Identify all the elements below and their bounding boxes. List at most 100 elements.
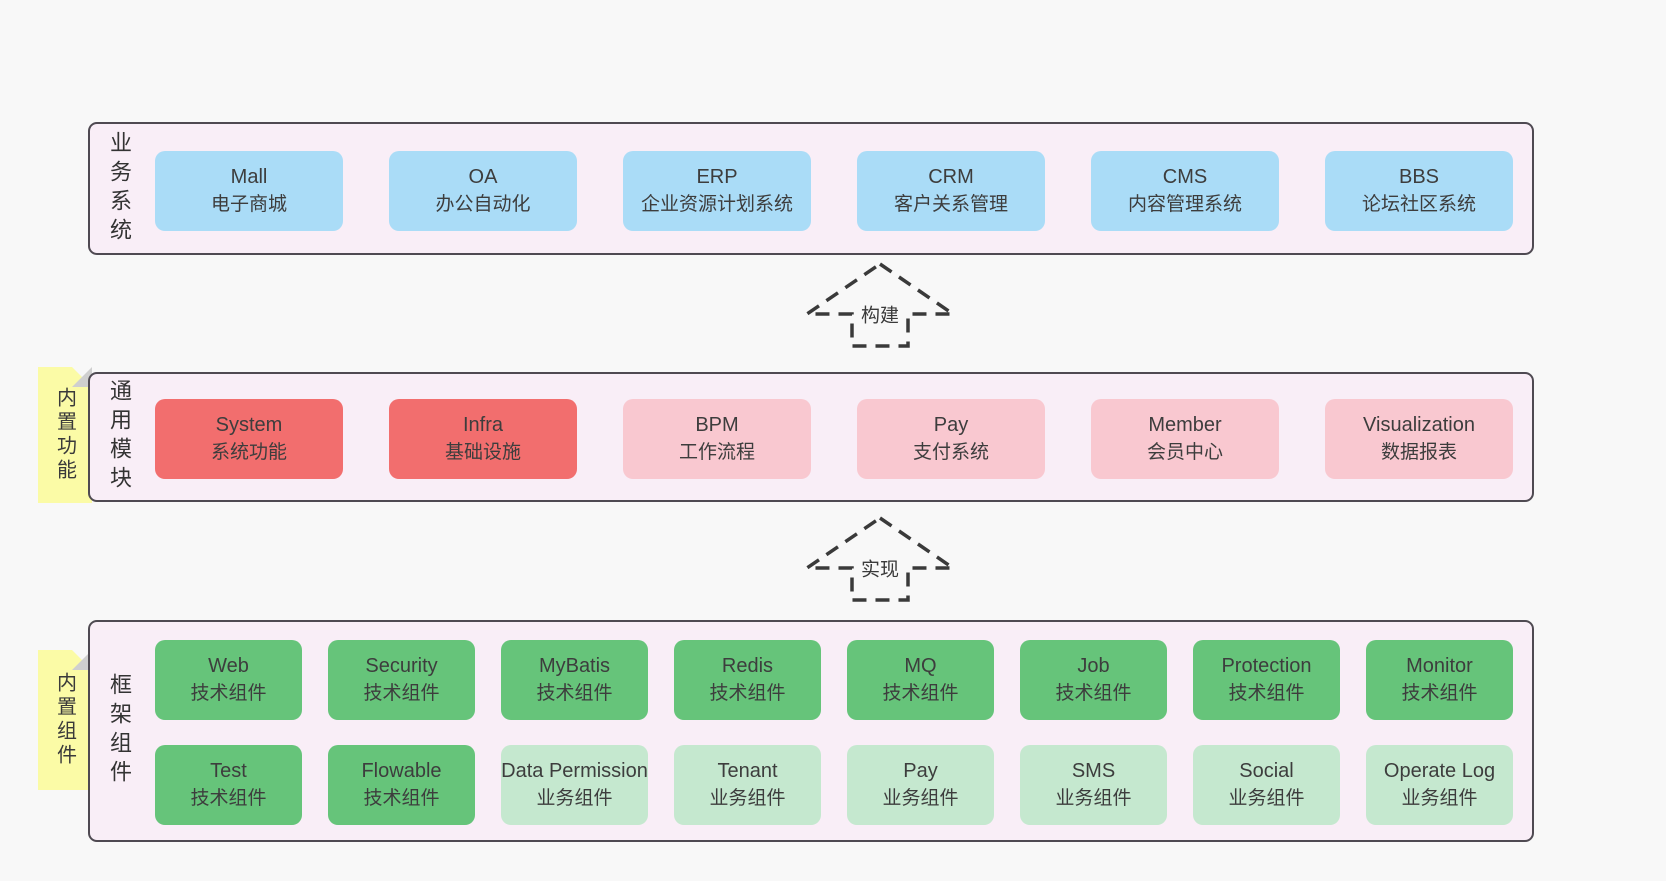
box-subtitle: 电子商城 (210, 193, 287, 215)
box-infra: Infra 基础设施 (389, 399, 577, 479)
box-security: Security 技术组件 (328, 640, 475, 720)
section-framework-components-label: 框架组件 (107, 673, 132, 789)
box-subtitle: 技术组件 (882, 682, 959, 704)
box-sms: SMS 业务组件 (1020, 745, 1167, 825)
box-title: Visualization (1363, 414, 1475, 437)
box-subtitle: 内容管理系统 (1127, 193, 1242, 215)
box-test: Test 技术组件 (155, 745, 302, 825)
box-job: Job 技术组件 (1020, 640, 1167, 720)
dashed-up-arrow (805, 516, 955, 602)
box-subtitle: 技术组件 (363, 682, 440, 704)
box-visualization: Visualization 数据报表 (1325, 399, 1513, 479)
box-subtitle: 数据报表 (1380, 441, 1457, 463)
box-subtitle: 客户关系管理 (893, 193, 1008, 215)
modules-box-row: System 系统功能 Infra 基础设施 BPM 工作流程 Pay 支付系统… (155, 399, 1513, 479)
box-title: OA (468, 166, 498, 189)
box-title: Pay (903, 760, 938, 783)
box-subtitle: 技术组件 (709, 682, 786, 704)
box-title: Tenant (717, 760, 778, 783)
box-title: Protection (1221, 655, 1312, 678)
box-pay: Pay 支付系统 (857, 399, 1045, 479)
box-title: CRM (928, 166, 974, 189)
box-social: Social 业务组件 (1193, 745, 1340, 825)
build-arrow-label: 构建 (857, 298, 903, 330)
box-title: Web (208, 655, 249, 678)
box-subtitle: 会员中心 (1146, 441, 1223, 463)
components-box-row-2: Test 技术组件 Flowable 技术组件 Data Permission … (155, 745, 1513, 825)
section-common-modules: 通用模块 System 系统功能 Infra 基础设施 BPM 工作流程 Pay… (88, 372, 1534, 502)
box-title: Monitor (1406, 655, 1473, 678)
box-subtitle: 基础设施 (444, 441, 521, 463)
box-monitor: Monitor 技术组件 (1366, 640, 1513, 720)
box-bpm: BPM 工作流程 (623, 399, 811, 479)
box-member: Member 会员中心 (1091, 399, 1279, 479)
box-subtitle: 工作流程 (678, 441, 755, 463)
box-flowable: Flowable 技术组件 (328, 745, 475, 825)
box-subtitle: 系统功能 (210, 441, 287, 463)
box-subtitle: 技术组件 (1401, 682, 1478, 704)
box-title: Flowable (361, 760, 442, 783)
box-cms: CMS 内容管理系统 (1091, 151, 1279, 231)
box-title: System (215, 414, 283, 437)
box-redis: Redis 技术组件 (674, 640, 821, 720)
box-title: Infra (462, 414, 504, 437)
box-title: CMS (1162, 166, 1208, 189)
box-subtitle: 企业资源计划系统 (640, 193, 793, 215)
box-subtitle: 业务组件 (882, 787, 959, 809)
tab-built-in-components-label: 内置组件 (53, 672, 76, 768)
box-title: Mall (230, 166, 268, 189)
box-title: Social (1239, 760, 1294, 783)
box-title: MyBatis (538, 655, 611, 678)
box-title: BBS (1398, 166, 1440, 189)
box-title: Data Permission (501, 760, 648, 783)
box-system: System 系统功能 (155, 399, 343, 479)
box-title: Test (210, 760, 247, 783)
box-web: Web 技术组件 (155, 640, 302, 720)
box-oa: OA 办公自动化 (389, 151, 577, 231)
box-subtitle: 技术组件 (363, 787, 440, 809)
tab-built-in-features: 内置功能 (38, 367, 92, 503)
box-subtitle: 技术组件 (536, 682, 613, 704)
box-crm: CRM 客户关系管理 (857, 151, 1045, 231)
box-title: Job (1077, 655, 1110, 678)
components-box-row-1: Web 技术组件 Security 技术组件 MyBatis 技术组件 Redi… (155, 640, 1513, 720)
box-title: Pay (933, 414, 969, 437)
box-subtitle: 技术组件 (1055, 682, 1132, 704)
box-mybatis: MyBatis 技术组件 (501, 640, 648, 720)
box-erp: ERP 企业资源计划系统 (623, 151, 811, 231)
dashed-up-arrow (805, 262, 955, 348)
box-subtitle: 业务组件 (1228, 787, 1305, 809)
section-common-modules-label: 通用模块 (107, 379, 132, 495)
box-subtitle: 业务组件 (1401, 787, 1478, 809)
box-tenant: Tenant 业务组件 (674, 745, 821, 825)
box-title: MQ (904, 655, 937, 678)
section-framework-components: 框架组件 Web 技术组件 Security 技术组件 MyBatis 技术组件… (88, 620, 1534, 842)
box-title: Security (365, 655, 438, 678)
box-subtitle: 业务组件 (536, 787, 613, 809)
build-arrow-icon: 构建 (805, 262, 955, 348)
tab-fold-icon (72, 650, 92, 670)
box-mq: MQ 技术组件 (847, 640, 994, 720)
business-box-row: Mall 电子商城 OA 办公自动化 ERP 企业资源计划系统 CRM 客户关系… (155, 151, 1513, 231)
box-subtitle: 技术组件 (190, 787, 267, 809)
section-business-systems: 业务系统 Mall 电子商城 OA 办公自动化 ERP 企业资源计划系统 CRM… (88, 122, 1534, 255)
tab-fold-icon (72, 367, 92, 387)
box-subtitle: 技术组件 (190, 682, 267, 704)
box-protection: Protection 技术组件 (1193, 640, 1340, 720)
box-subtitle: 业务组件 (709, 787, 786, 809)
box-title: BPM (695, 414, 739, 437)
tab-built-in-features-label: 内置功能 (53, 387, 76, 483)
box-subtitle: 支付系统 (912, 441, 989, 463)
box-subtitle: 论坛社区系统 (1361, 193, 1476, 215)
box-subtitle: 技术组件 (1228, 682, 1305, 704)
box-title: ERP (696, 166, 738, 189)
implement-arrow-icon: 实现 (805, 516, 955, 602)
box-title: Member (1148, 414, 1222, 437)
box-subtitle: 业务组件 (1055, 787, 1132, 809)
box-bbs: BBS 论坛社区系统 (1325, 151, 1513, 231)
box-subtitle: 办公自动化 (435, 193, 531, 215)
box-mall: Mall 电子商城 (155, 151, 343, 231)
box-title: Redis (721, 655, 774, 678)
implement-arrow-label: 实现 (857, 552, 903, 584)
